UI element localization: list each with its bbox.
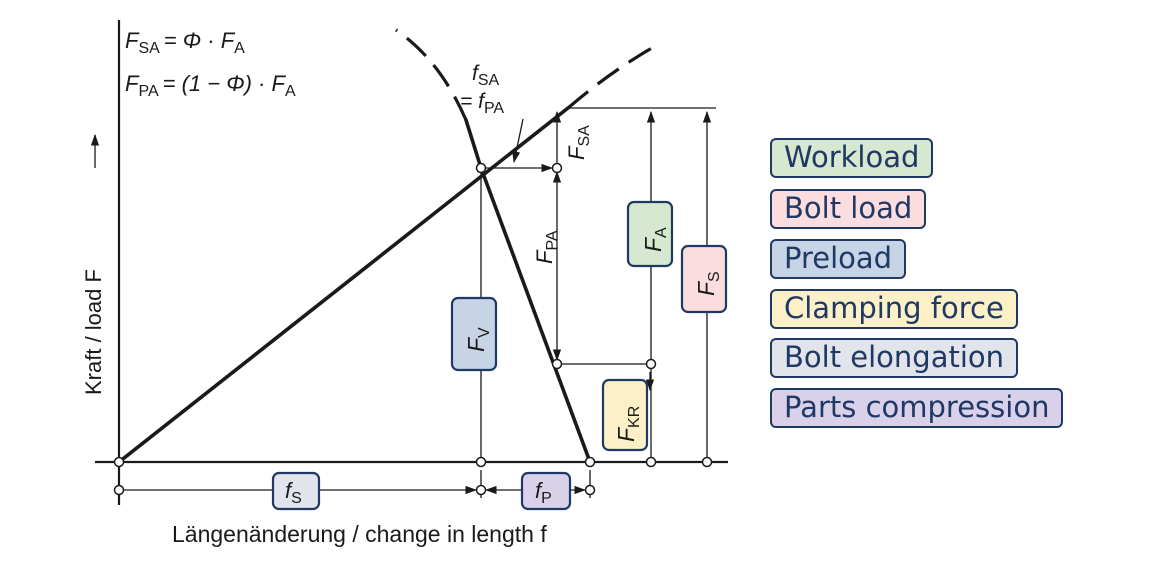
legend-item-workload: Workload	[770, 138, 934, 178]
tag-clamping-force: FKR	[601, 378, 649, 452]
tag-bolt-elongation: fS	[271, 471, 321, 511]
node-dim-end	[584, 484, 596, 496]
clamped-parts-line-upper	[464, 118, 483, 170]
node-fs-base	[701, 456, 713, 468]
node-operating-point	[475, 162, 487, 174]
clamped-parts-line-continuation	[395, 28, 468, 121]
legend-item-bolt-load: Bolt load	[770, 189, 927, 229]
legend-item-parts-compression: Parts compression	[770, 388, 1064, 428]
y-axis-label-group: Kraft / load F	[81, 133, 106, 395]
node-fa-base	[645, 456, 657, 468]
svg-text:FV: FV	[463, 327, 493, 352]
bolt-line-continuation	[566, 46, 653, 110]
bolt-joint-force-elongation-diagram: Kraft / load F Längenänderung / change i…	[81, 20, 728, 547]
node-dim-mid	[475, 484, 487, 496]
svg-text:FKR: FKR	[613, 406, 643, 442]
label-fpa-equal: = fPA	[460, 90, 504, 117]
tag-parts-compression: fP	[520, 471, 572, 511]
bolt-stiffness-line	[117, 106, 570, 464]
label-fsa: fSA	[472, 62, 500, 89]
svg-text:FA: FA	[640, 227, 670, 252]
svg-text:fP: fP	[535, 478, 552, 507]
x-axis-label: Längenänderung / change in length f	[172, 521, 547, 547]
formula-fpa: FPA= (1 − Φ) · FA	[125, 71, 296, 100]
node-origin	[113, 456, 125, 468]
y-axis-label: Kraft / load F	[81, 269, 106, 395]
node-fkr	[551, 358, 563, 370]
clamped-parts-line	[479, 166, 592, 464]
svg-text:fS: fS	[285, 478, 302, 507]
label-FPA: FPA	[532, 230, 561, 264]
legend-item-preload: Preload	[770, 239, 907, 279]
formula-fsa: FSA= Φ · FA	[125, 28, 245, 57]
node-fsa-start	[551, 162, 563, 174]
node-parts-end	[584, 456, 596, 468]
node-dim-origin	[113, 484, 125, 496]
node-preload-base	[475, 456, 487, 468]
label-FSA: FSA	[564, 125, 593, 160]
formula-block: FSA= Φ · FA FPA= (1 − Φ) · FA	[125, 28, 296, 100]
node-fa-kr	[645, 358, 657, 370]
legend-item-bolt-elongation: Bolt elongation	[770, 338, 1019, 378]
legend-item-clamping-force: Clamping force	[770, 289, 1018, 329]
tag-bolt-load: FS	[680, 244, 728, 314]
tag-workload: FA	[626, 200, 674, 268]
tag-preload: FV	[450, 296, 498, 372]
fsa-pointer	[512, 118, 524, 164]
svg-text:FS: FS	[693, 271, 723, 296]
